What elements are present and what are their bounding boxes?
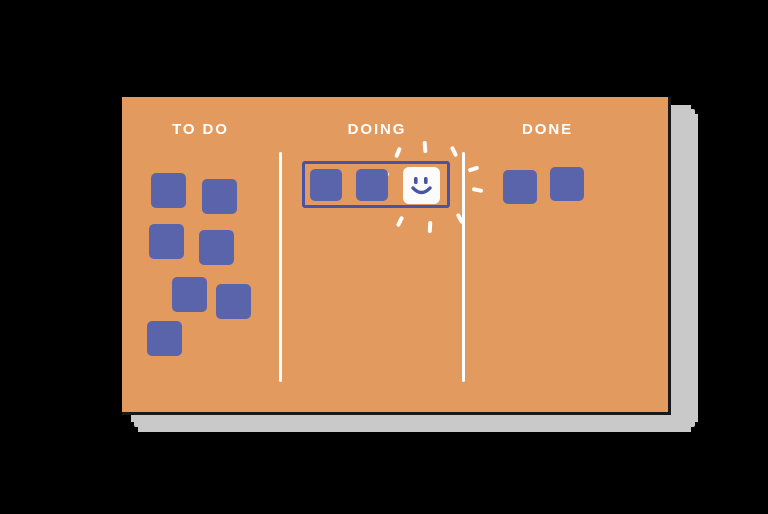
kanban-board: TO DO DOING: [122, 97, 671, 415]
done-card-2[interactable]: [550, 167, 584, 201]
column-todo[interactable]: TO DO: [122, 97, 279, 412]
divider-todo-doing: [279, 152, 282, 382]
selection-outline: [302, 161, 450, 208]
todo-card-6[interactable]: [216, 284, 251, 319]
divider-doing-done: [462, 152, 465, 382]
todo-card-5[interactable]: [172, 277, 207, 312]
doing-card-1[interactable]: [310, 169, 342, 201]
todo-card-2[interactable]: [202, 179, 237, 214]
doing-card-smiley[interactable]: [403, 167, 440, 204]
todo-card-4[interactable]: [199, 230, 234, 265]
todo-card-1[interactable]: [151, 173, 186, 208]
doing-card-2[interactable]: [356, 169, 388, 201]
column-title-done: DONE: [522, 121, 573, 138]
column-doing[interactable]: DOING: [282, 97, 462, 412]
column-done[interactable]: DONE: [465, 97, 668, 412]
todo-card-7[interactable]: [147, 321, 182, 356]
todo-card-3[interactable]: [149, 224, 184, 259]
smiley-face-icon: [411, 177, 432, 195]
doing-card-group[interactable]: [302, 140, 484, 234]
done-card-1[interactable]: [503, 170, 537, 204]
column-title-todo: TO DO: [172, 121, 229, 138]
column-title-doing: DOING: [347, 121, 407, 138]
